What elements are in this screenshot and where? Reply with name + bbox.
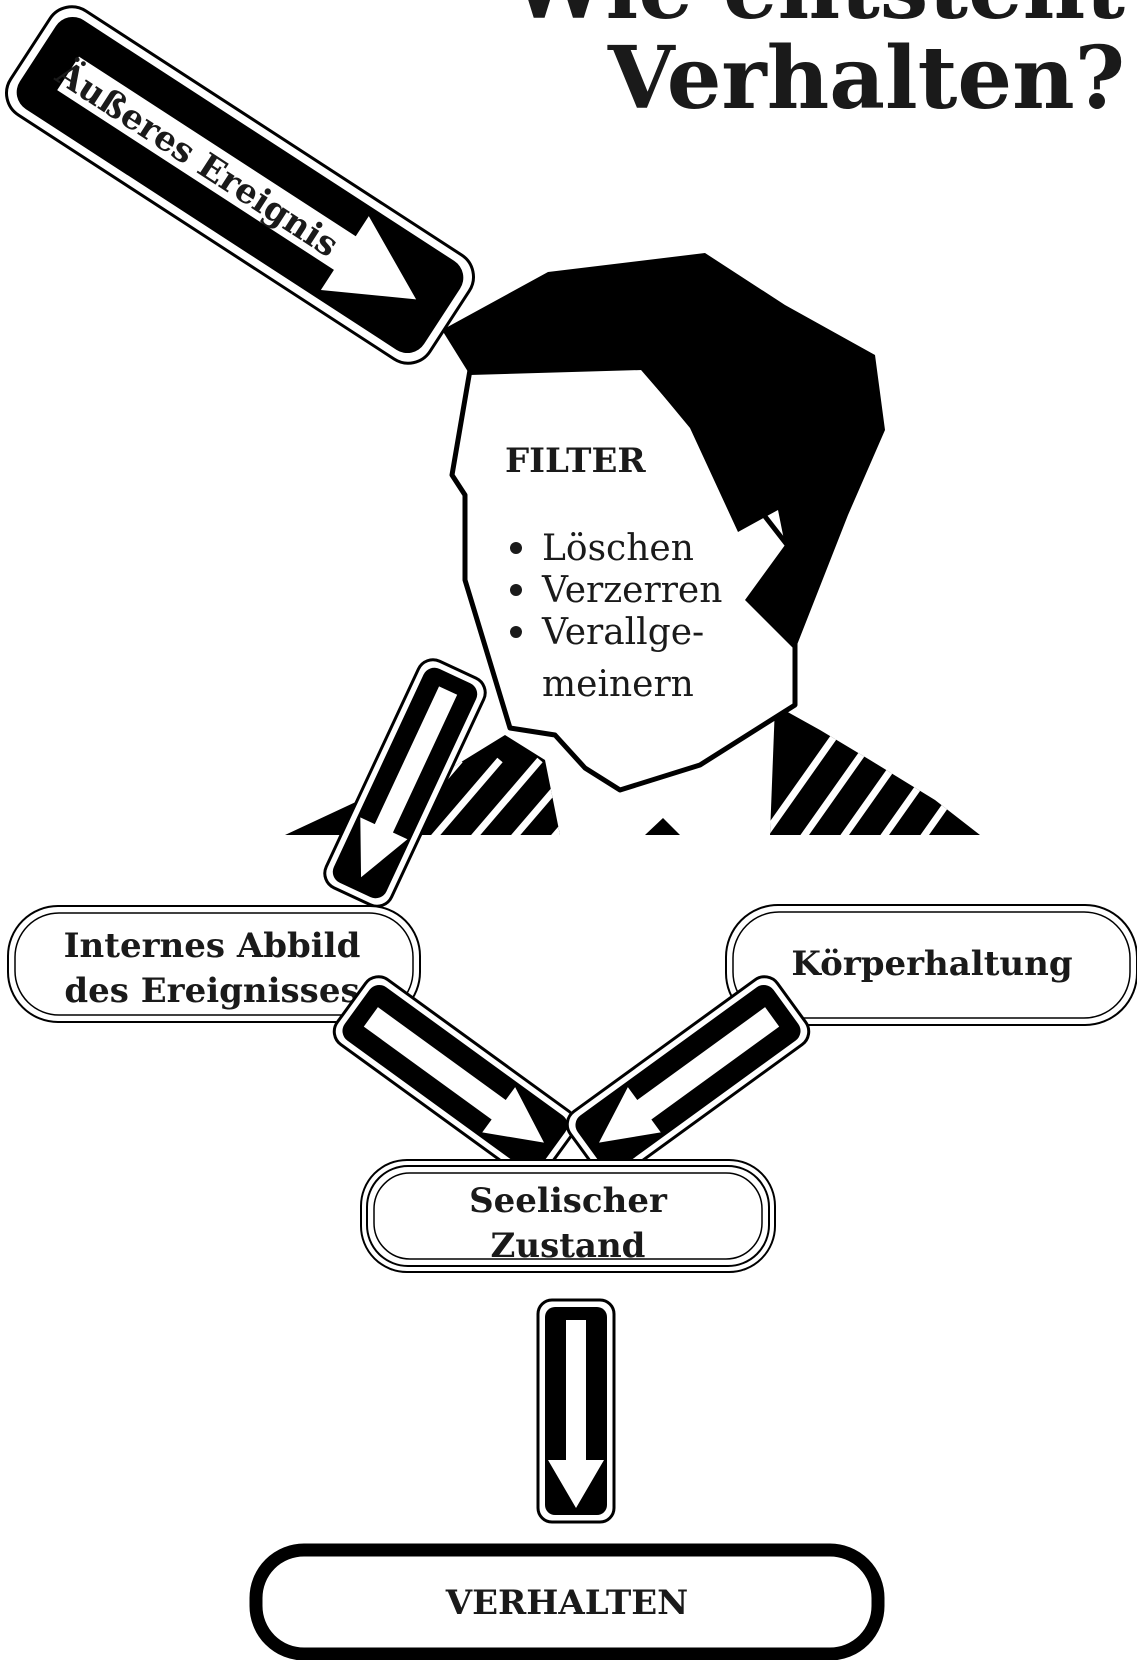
filter-block: FILTER Löschen Verzerren Verallge- meine… <box>505 441 722 705</box>
posture-to-state-arrow <box>565 975 811 1181</box>
title-line-2: Verhalten? <box>607 28 1125 129</box>
neck-mark <box>645 818 680 835</box>
filter-bullet <box>510 584 522 596</box>
right-shoulder <box>770 705 980 835</box>
filter-item: Löschen <box>542 528 694 569</box>
title: Wie entsteht Verhalten? <box>510 0 1126 129</box>
filter-list: Löschen Verzerren Verallge- meinern <box>510 528 722 705</box>
posture-label: Körperhaltung <box>791 944 1072 984</box>
behavior-label: VERHALTEN <box>445 1583 688 1623</box>
image-to-state-arrow <box>332 975 578 1181</box>
behavior-box: VERHALTEN <box>249 1543 885 1660</box>
external-event-arrow <box>57 56 417 300</box>
internal-image-line-1: Internes Abbild <box>64 926 361 966</box>
filter-item: Verzerren <box>541 570 722 611</box>
posture-box: Körperhaltung <box>725 904 1137 1026</box>
filter-bullet <box>510 626 522 638</box>
filter-heading: FILTER <box>505 441 646 481</box>
filter-bullet <box>510 542 522 554</box>
head-to-image-arrow <box>323 658 487 908</box>
filter-item: Verallge- <box>541 612 704 653</box>
title-line-1: Wie entsteht <box>510 0 1126 39</box>
hair <box>442 253 885 650</box>
filter-item: meinern <box>542 664 694 705</box>
mental-state-line-2: Zustand <box>491 1226 646 1266</box>
mental-state-line-1: Seelischer <box>469 1181 668 1221</box>
external-event-sign: Äußeres Ereignis <box>5 5 475 365</box>
internal-image-box: Internes Abbild des Ereignisses <box>7 905 421 1023</box>
internal-image-line-2: des Ereignisses <box>64 971 359 1011</box>
state-to-behavior-arrow <box>536 1298 616 1524</box>
mental-state-box: Seelischer Zustand <box>360 1159 776 1273</box>
